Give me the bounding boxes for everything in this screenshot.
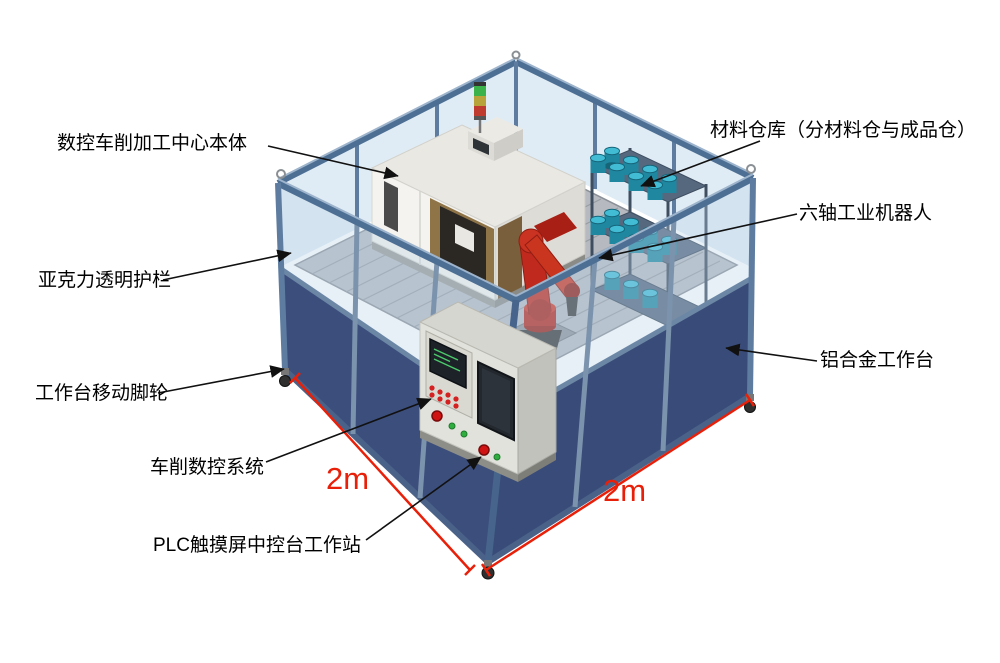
- dimension-line-right: [480, 393, 756, 577]
- dimension-text-left: 2m: [326, 461, 370, 496]
- material-cylinders: [590, 146, 677, 308]
- arrow-material-warehouse: [640, 140, 761, 188]
- arrow-workbench: [725, 343, 818, 362]
- lifting-eye-icon: [746, 164, 756, 174]
- annotation-arrows: [157, 140, 818, 541]
- robot-end-effector: [566, 297, 578, 316]
- label-acrylic-fence: 亚克力透明护栏: [38, 270, 172, 291]
- machine-top-display: [473, 138, 489, 155]
- signal-tower-icon: [474, 82, 486, 133]
- control-console: [418, 301, 558, 482]
- dimension-text-right: 2m: [603, 473, 647, 508]
- label-material-warehouse: 材料仓库（分材料仓与成品仓）: [710, 120, 977, 141]
- label-cnc-body: 数控车削加工中心本体: [57, 133, 248, 154]
- solid-panel-left: [281, 269, 503, 562]
- lifting-eye-icon: [276, 169, 286, 179]
- arrow-plc-console: [365, 456, 482, 541]
- caster-left-icon: [279, 368, 291, 387]
- arrow-cnc-system: [265, 397, 432, 463]
- label-plc-console: PLC触摸屏中控台工作站: [153, 535, 361, 556]
- label-robot: 六轴工业机器人: [799, 203, 933, 224]
- arrow-robot: [598, 213, 798, 262]
- arrow-acrylic-fence: [162, 249, 292, 281]
- label-casters: 工作台移动脚轮: [35, 383, 169, 404]
- arrow-casters: [157, 365, 285, 394]
- panel-buttons-red: [429, 385, 459, 409]
- machine-door: [384, 181, 398, 232]
- panel-buttons-green: [448, 422, 501, 461]
- cnc-machine: [370, 117, 587, 308]
- dimension-line-left: [289, 372, 476, 576]
- machine-spindle: [455, 224, 474, 252]
- acrylic-panel-right: [503, 178, 753, 420]
- solid-panel-right: [488, 278, 752, 562]
- label-cnc-system: 车削数控系统: [150, 457, 265, 478]
- lifting-eye-icon: [511, 50, 521, 60]
- emergency-stop-button: [478, 444, 490, 456]
- label-workbench: 铝合金工作台: [820, 350, 935, 371]
- emergency-stop-button: [431, 410, 443, 422]
- cnc-screen-text: [433, 348, 461, 372]
- arrow-cnc-body: [267, 145, 399, 180]
